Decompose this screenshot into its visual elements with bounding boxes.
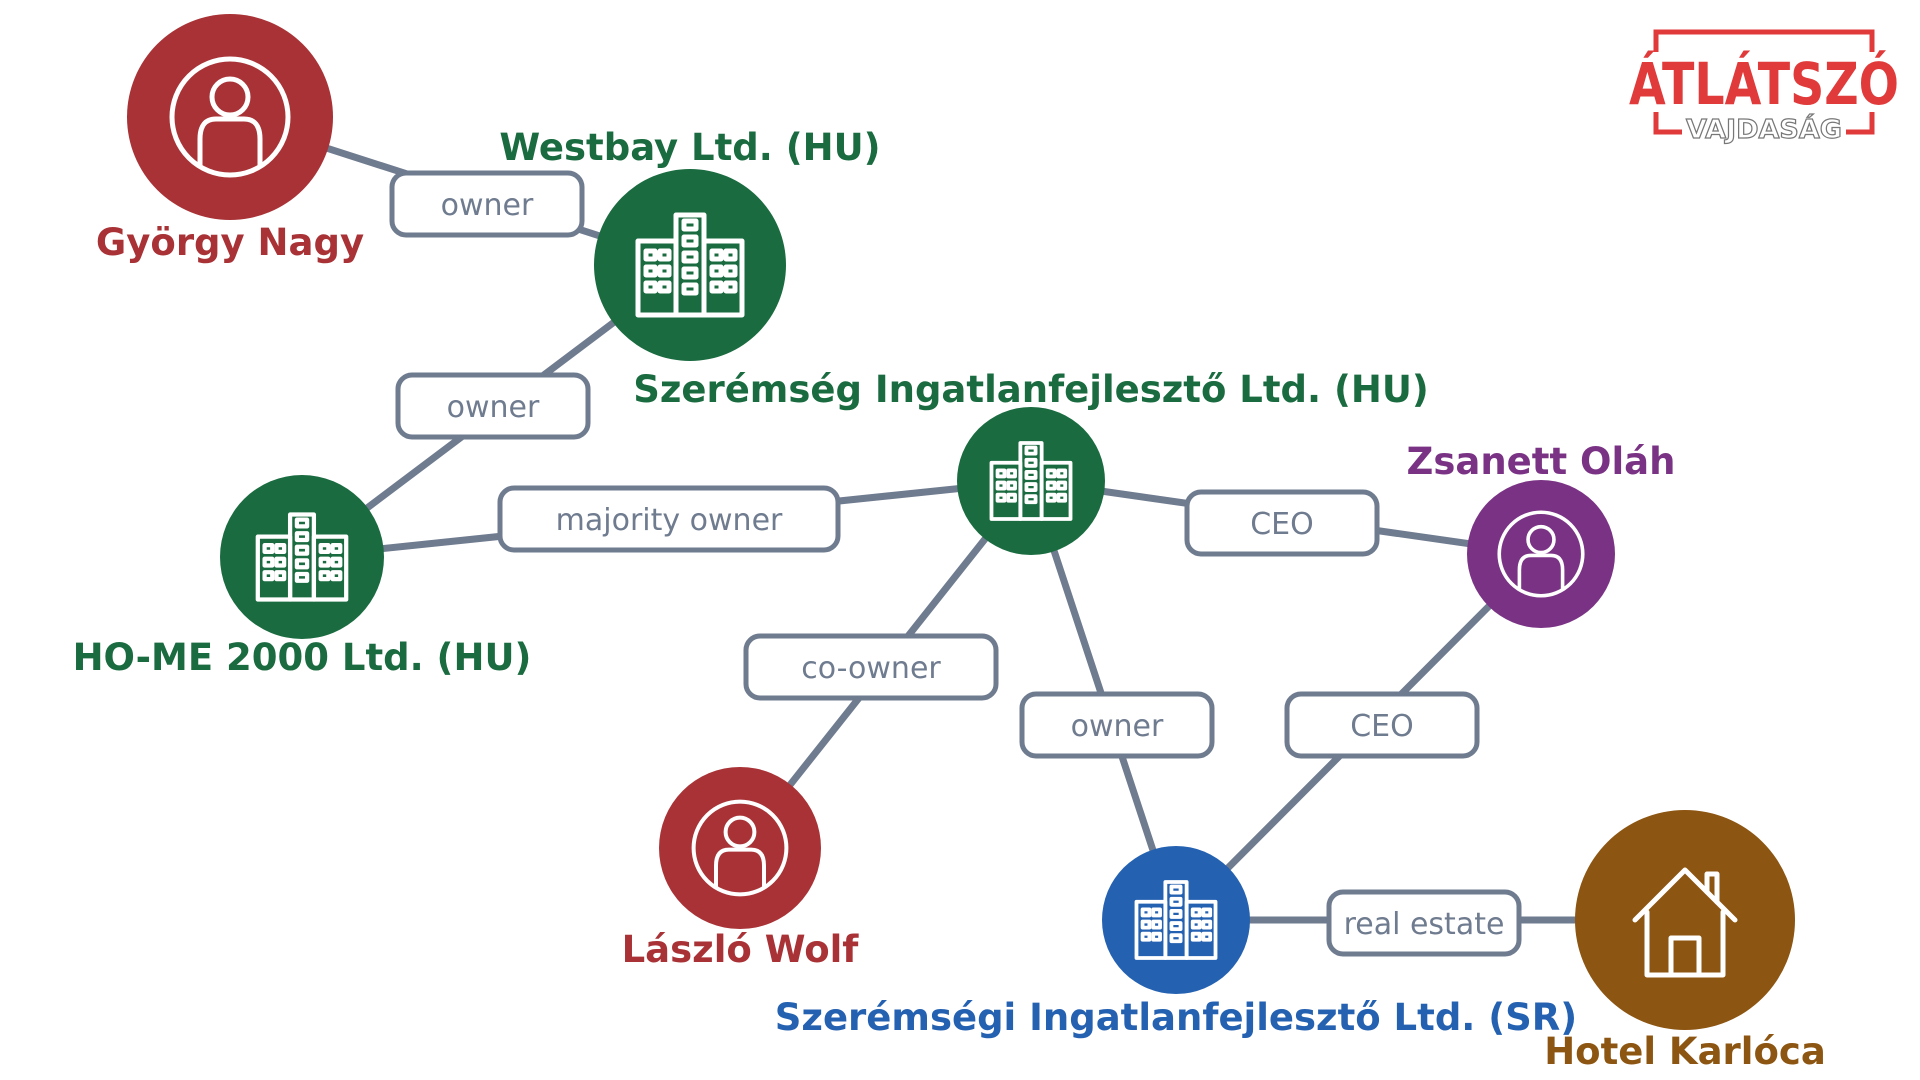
node-label: Hotel Karlóca [1544, 1030, 1826, 1073]
edge-label-nagy-westbay: owner [389, 170, 585, 238]
node-label: Szerémségi Ingatlanfejlesztő Ltd. (SR) [775, 996, 1577, 1039]
node-szeremsegi-sr[interactable]: Szerémségi Ingatlanfejlesztő Ltd. (SR) [775, 846, 1577, 1039]
node-circle [1102, 846, 1250, 994]
logo-sub-backdrop [1682, 113, 1846, 143]
logo-main-text: ÁTLÁTSZÓ [1629, 49, 1899, 118]
edge-label-westbay-home: owner [395, 372, 591, 440]
node-label: Szerémség Ingatlanfejlesztő Ltd. (HU) [633, 368, 1429, 411]
node-zsanett-olah[interactable]: Zsanett Oláh [1407, 440, 1676, 628]
logo: ÁTLÁTSZÓ VAJDASÁG [1629, 29, 1899, 146]
edge-label-text: owner [1071, 709, 1164, 744]
node-home2000[interactable]: HO-ME 2000 Ltd. (HU) [73, 475, 532, 679]
edge-label-szeremseg-wolf: co-owner [743, 633, 999, 701]
node-label: György Nagy [96, 221, 364, 264]
edge-label-text: owner [441, 188, 534, 223]
node-circle [957, 407, 1105, 555]
node-laszlo-wolf[interactable]: László Wolf [622, 767, 860, 971]
node-circle [220, 475, 384, 639]
edge-label-text: CEO [1250, 507, 1314, 542]
edge-label-szeremseg-olah: CEO [1184, 489, 1380, 557]
edge-label-text: owner [447, 390, 540, 425]
node-label: Westbay Ltd. (HU) [499, 126, 880, 169]
node-label: HO-ME 2000 Ltd. (HU) [73, 636, 532, 679]
node-hotel-karloca[interactable]: Hotel Karlóca [1544, 810, 1826, 1073]
node-circle [1575, 810, 1795, 1030]
edge-label-home-szeremseg: majority owner [497, 485, 841, 553]
edge-label-szeremseg-sr: owner [1019, 691, 1215, 759]
node-westbay[interactable]: Westbay Ltd. (HU) [499, 126, 881, 361]
node-label: László Wolf [622, 928, 860, 971]
edge-label-text: co-owner [801, 651, 941, 686]
edge-label-text: majority owner [556, 503, 783, 538]
edge-label-sr-hotel: real estate [1326, 889, 1522, 957]
node-label: Zsanett Oláh [1407, 440, 1676, 483]
logo-frame-top [1653, 29, 1875, 52]
edge-label-olah-sr: CEO [1284, 691, 1480, 759]
logo-sub-text: VAJDASÁG [1686, 113, 1842, 145]
edge-label-text: real estate [1344, 907, 1505, 942]
edge-label-text: CEO [1350, 709, 1414, 744]
node-circle [594, 169, 786, 361]
node-szeremseg-hu[interactable]: Szerémség Ingatlanfejlesztő Ltd. (HU) [633, 368, 1429, 555]
node-gyorgy-nagy[interactable]: György Nagy [96, 14, 364, 264]
